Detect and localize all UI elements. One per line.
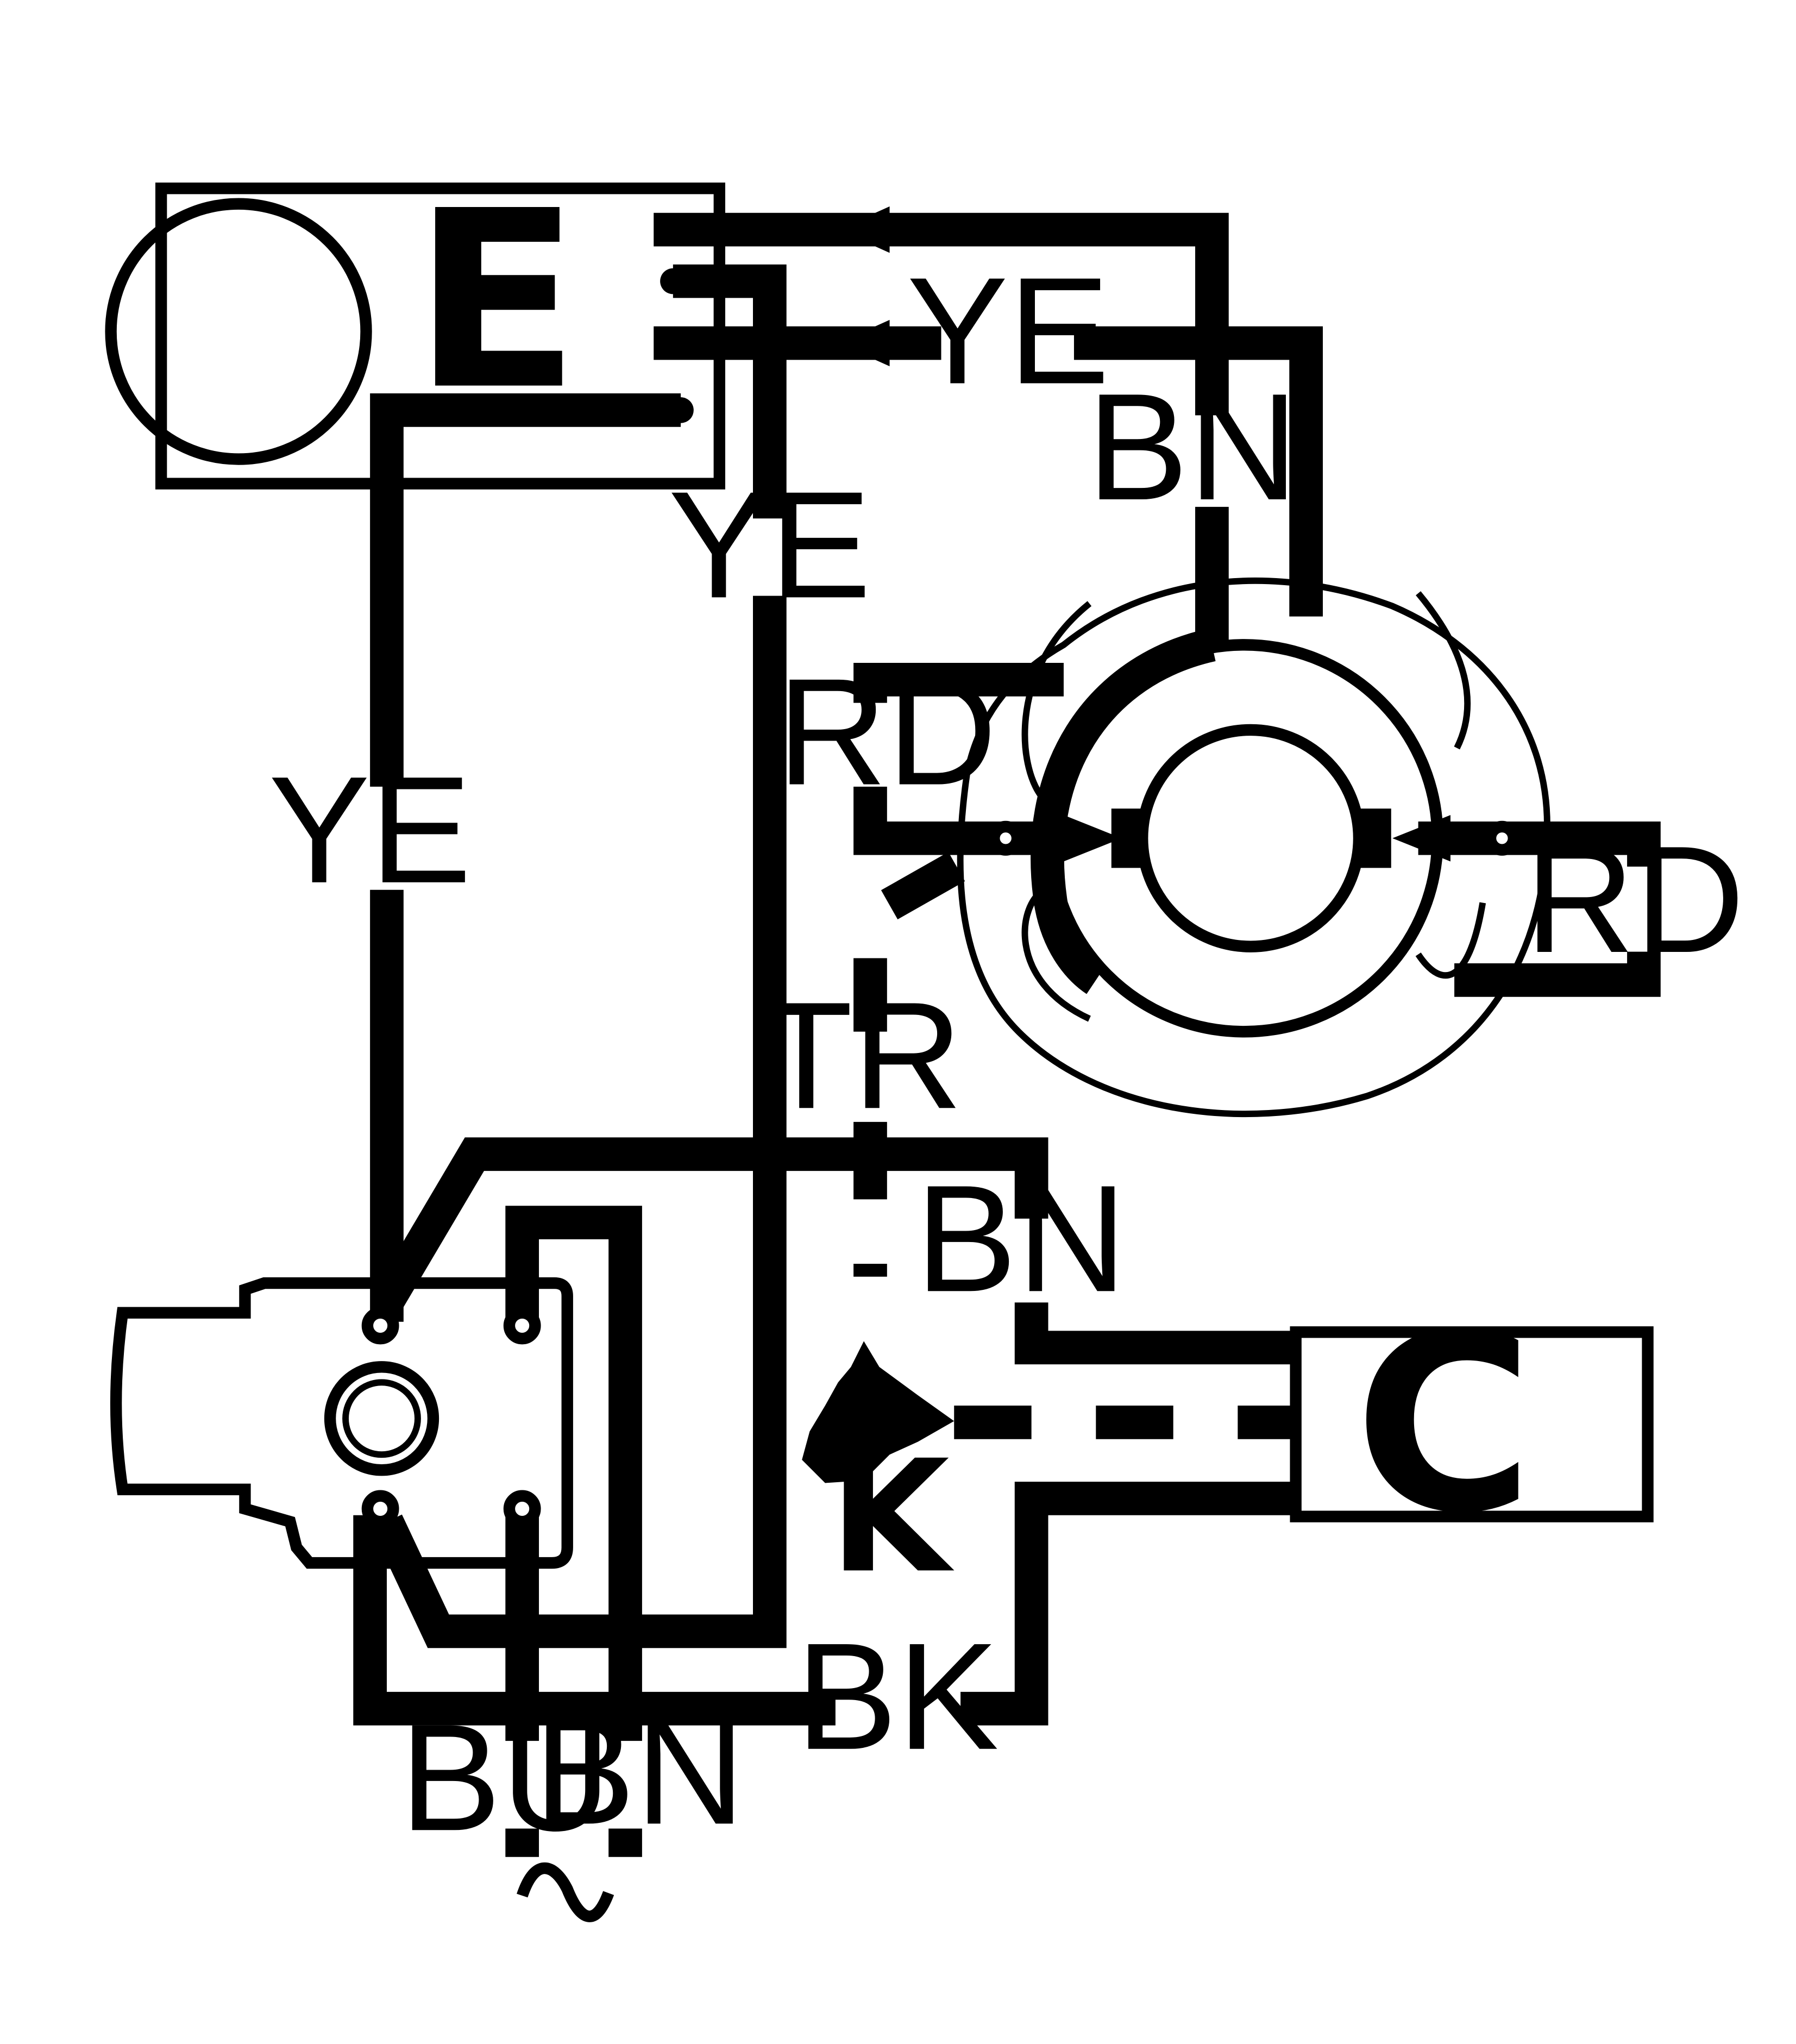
valve-terminal-br xyxy=(503,1490,541,1528)
burner-center xyxy=(1136,724,1365,952)
valve-terminal-tl xyxy=(361,1307,399,1345)
arrow-ye-top xyxy=(838,319,890,367)
label-tr: TR xyxy=(760,970,963,1140)
wire-bk-right xyxy=(960,1482,1296,1726)
gas-valve-port-inner xyxy=(342,1379,421,1458)
wire-bn-cross xyxy=(372,1137,1048,1311)
valve-terminal-tr xyxy=(503,1307,541,1345)
label-ye-top: YE xyxy=(907,246,1110,416)
component-e: E xyxy=(105,159,725,490)
gas-valve xyxy=(110,1277,573,1569)
connector-k-label: K xyxy=(830,1427,955,1607)
wire-bk-left xyxy=(353,1515,836,1726)
label-rd-right: RD xyxy=(1525,814,1744,985)
wire-bn-to-c xyxy=(1014,1302,1296,1365)
wire-rd-left-top xyxy=(853,663,1064,703)
wire-bn-valve xyxy=(505,1206,642,1741)
electrode-right xyxy=(1360,808,1391,868)
component-c-label: C xyxy=(1354,1282,1534,1567)
component-c-box xyxy=(1290,1326,1654,1522)
wire-rd-right-bottom xyxy=(1454,951,1661,997)
label-ye-mid: YE xyxy=(668,460,871,630)
burner-outline-details xyxy=(1021,591,1486,1022)
label-bn-mid: BN xyxy=(915,1153,1127,1324)
label-bu: BU xyxy=(400,1692,611,1863)
arrow-bn-top xyxy=(838,206,890,253)
label-rd-left: RD xyxy=(777,647,997,817)
rd-left-terminal xyxy=(988,820,1023,856)
ac-supply-icon xyxy=(517,1863,614,1922)
wire-ye-mid-upper xyxy=(673,264,787,519)
connector-k-shape xyxy=(802,1341,954,1483)
label-ye-left: YE xyxy=(268,745,472,915)
rd-right-terminal xyxy=(1484,820,1519,856)
valve-terminal-bl xyxy=(361,1490,399,1528)
arrow-rd-right xyxy=(1392,815,1450,862)
label-bn-top: BN xyxy=(1087,362,1298,532)
wire-ye-mid-lower xyxy=(372,595,787,1648)
connector-k: K xyxy=(802,1341,956,1607)
label-bk: BK xyxy=(796,1612,999,1782)
wire-ye-top-right xyxy=(1073,326,1323,617)
component-e-circle xyxy=(105,198,372,465)
electrode-left xyxy=(1111,808,1142,868)
wire-tr-upper xyxy=(853,852,965,1032)
gas-valve-body xyxy=(110,1277,573,1569)
wire-ye-left-upper xyxy=(370,393,681,787)
label-bn-bottom: BN xyxy=(534,1686,745,1856)
arrow-rd-left xyxy=(1063,815,1122,862)
component-c: C xyxy=(1290,1282,1654,1567)
gas-valve-port-outer xyxy=(324,1361,439,1476)
